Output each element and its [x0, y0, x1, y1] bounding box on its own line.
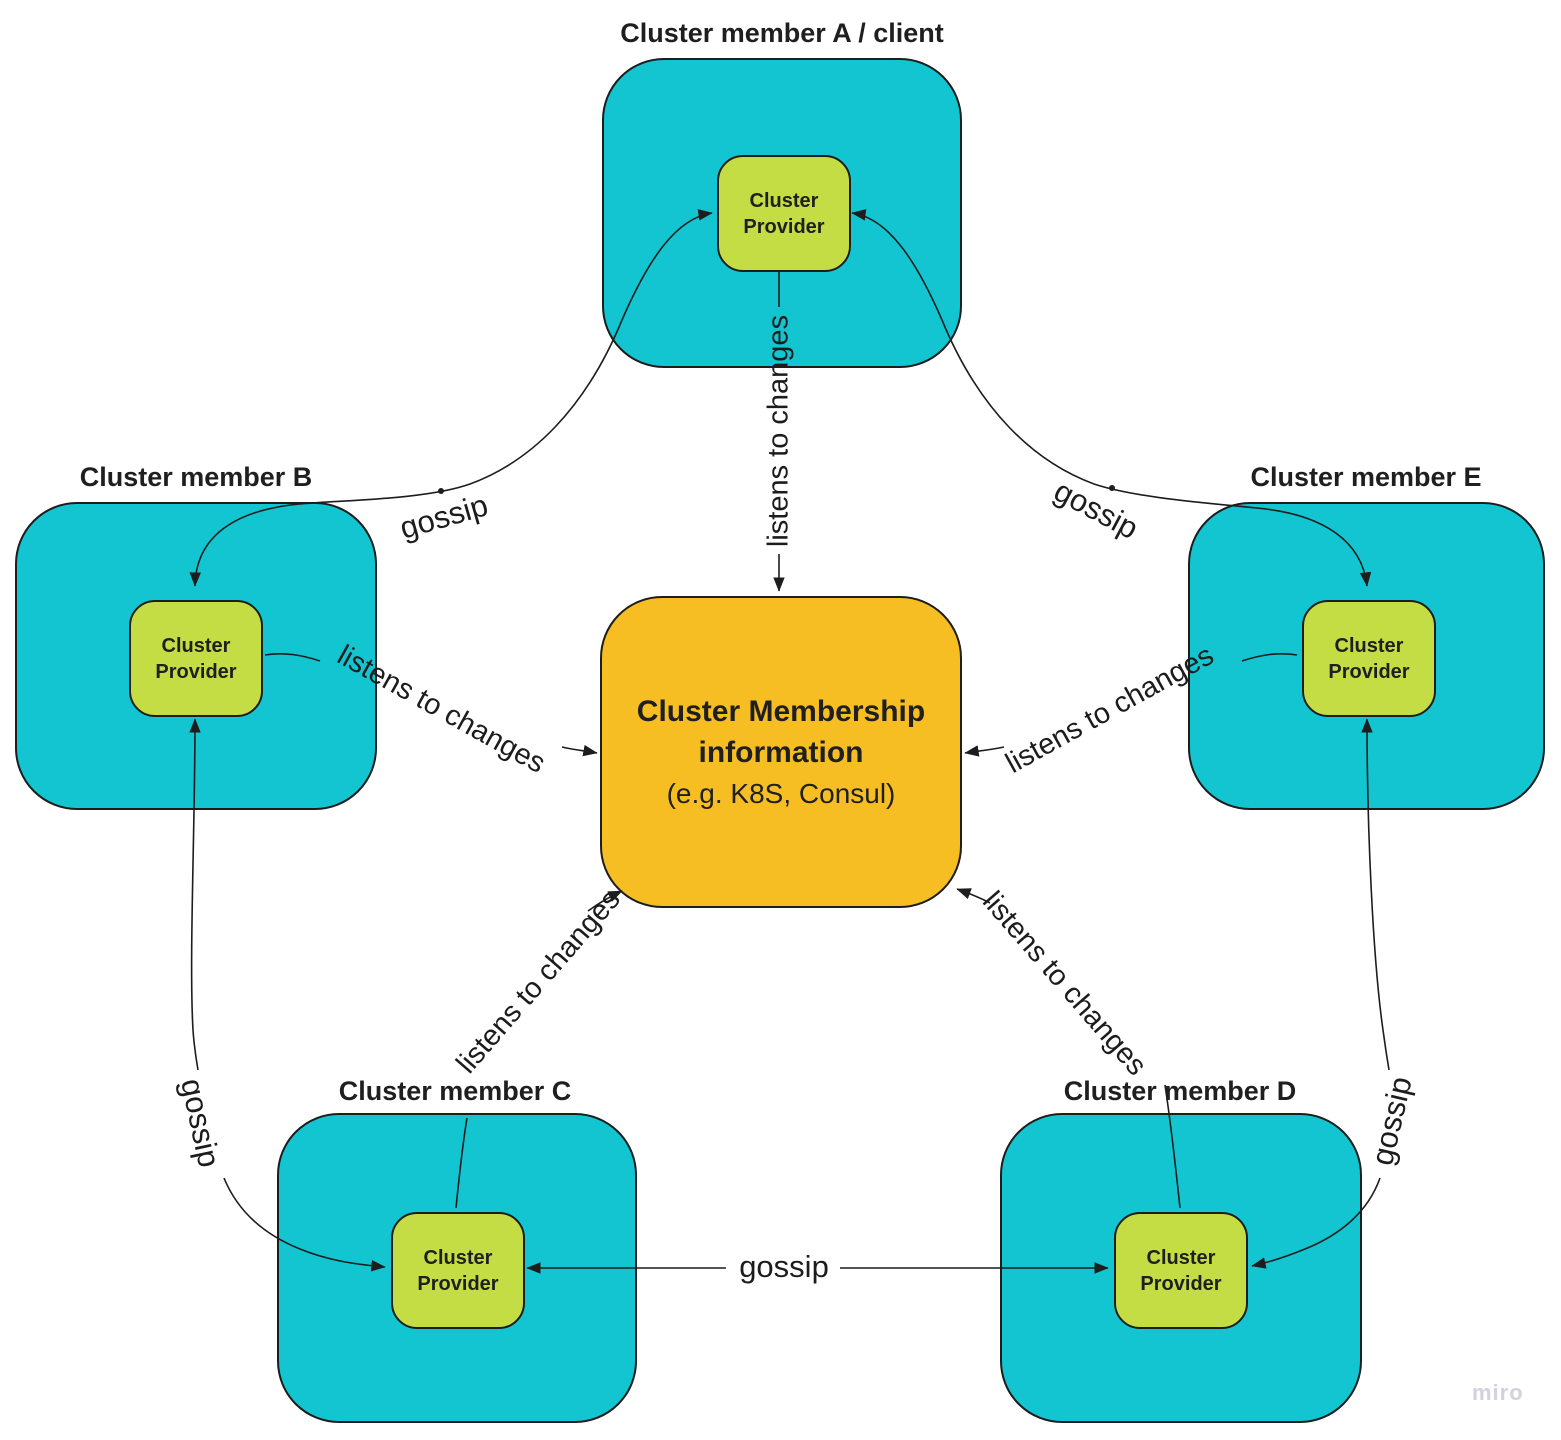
- connector-listens-b-seg2[interactable]: [561, 744, 598, 757]
- provider-label-c: Cluster Provider: [417, 1246, 499, 1295]
- gossip-label-a-b[interactable]: gossip: [395, 487, 492, 546]
- provider-box-c[interactable]: Cluster Provider: [391, 1212, 525, 1329]
- center-subtitle: (e.g. K8S, Consul): [666, 777, 896, 809]
- member-title-b: Cluster member B: [79, 462, 313, 492]
- provider-box-d[interactable]: Cluster Provider: [1114, 1212, 1248, 1329]
- gossip-label-a-e[interactable]: gossip: [1048, 473, 1145, 547]
- provider-label-e: Cluster Provider: [1328, 634, 1410, 683]
- center-title: Cluster Membership information: [636, 694, 926, 769]
- provider-box-a[interactable]: Cluster Provider: [717, 155, 851, 272]
- member-title-a: Cluster member A / client: [620, 18, 944, 48]
- member-title-d: Cluster member D: [1063, 1076, 1297, 1106]
- provider-label-a: Cluster Provider: [743, 189, 825, 238]
- provider-box-b[interactable]: Cluster Provider: [129, 600, 263, 717]
- member-title-e: Cluster member E: [1250, 462, 1482, 492]
- member-box-c[interactable]: Cluster Provider: [277, 1113, 637, 1423]
- miro-watermark: miro: [1472, 1380, 1524, 1405]
- listens-label-c[interactable]: listens to changes: [450, 883, 627, 1080]
- member-box-d[interactable]: Cluster Provider: [1000, 1113, 1362, 1423]
- provider-label-d: Cluster Provider: [1140, 1246, 1222, 1295]
- connector-midpoint-dot-ab: [438, 488, 444, 494]
- connector-midpoint-dot-ae: [1109, 485, 1115, 491]
- listens-label-e[interactable]: listens to changes: [1000, 639, 1220, 780]
- member-title-c: Cluster member C: [338, 1076, 572, 1106]
- center-membership-box[interactable]: Cluster Membership information (e.g. K8S…: [600, 596, 962, 908]
- gossip-label-c-d[interactable]: gossip: [739, 1249, 829, 1284]
- connector-listens-e-seg2[interactable]: [964, 745, 1005, 757]
- provider-box-e[interactable]: Cluster Provider: [1302, 600, 1436, 717]
- member-box-e[interactable]: Cluster Provider: [1188, 502, 1545, 810]
- listens-label-d[interactable]: listens to changes: [976, 885, 1153, 1082]
- listens-label-a[interactable]: listens to changes: [762, 314, 795, 548]
- gossip-label-e-d[interactable]: gossip: [1364, 1073, 1419, 1169]
- provider-label-b: Cluster Provider: [155, 634, 237, 683]
- member-box-b[interactable]: Cluster Provider: [15, 502, 377, 810]
- gossip-label-b-c[interactable]: gossip: [174, 1075, 227, 1171]
